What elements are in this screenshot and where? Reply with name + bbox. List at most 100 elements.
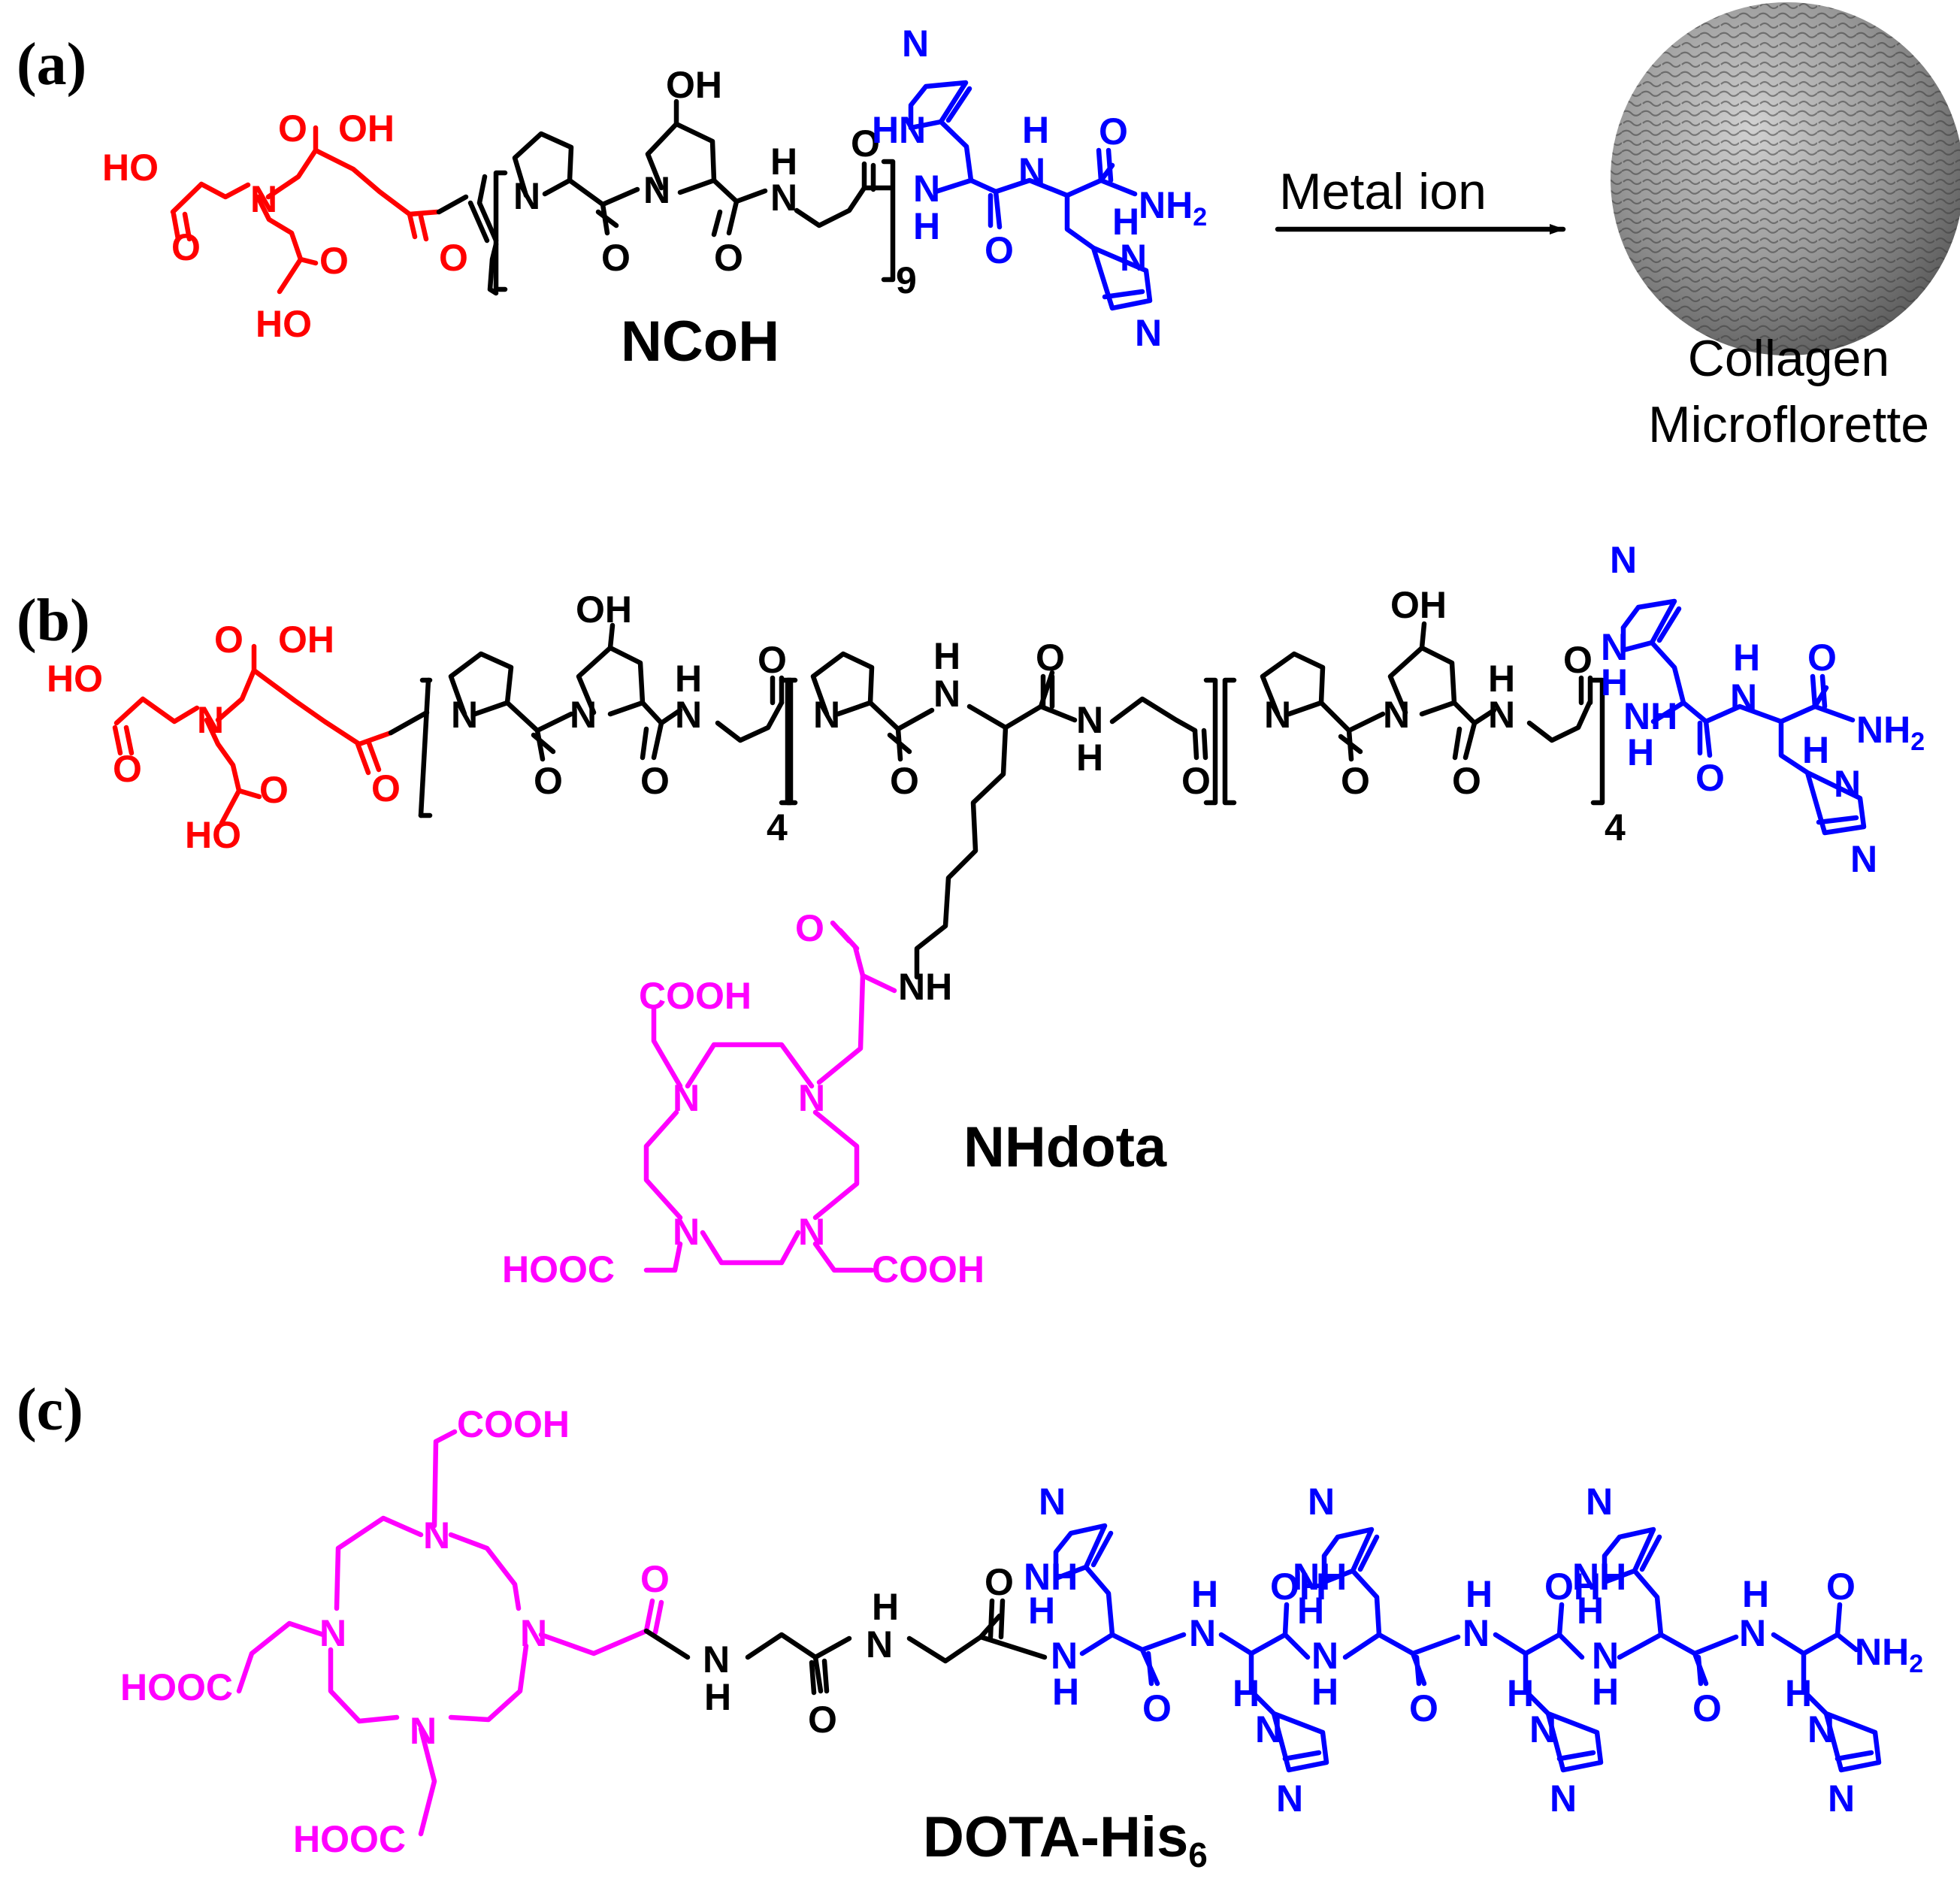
svg-text:O: O <box>808 1699 837 1741</box>
compound-name-nhdota: NHdota <box>963 1115 1167 1179</box>
svg-text:COOH: COOH <box>639 975 752 1017</box>
svg-text:O: O <box>601 237 631 279</box>
svg-text:N: N <box>1601 626 1628 668</box>
dota-group-c <box>236 1429 664 1837</box>
svg-text:H: H <box>1297 1590 1324 1632</box>
panel-c-label: (c) <box>17 1377 83 1443</box>
nta-atoms-b: HO O N O OH O HO O <box>47 619 401 856</box>
svg-text:O: O <box>371 767 401 809</box>
svg-text:N: N <box>813 694 840 736</box>
svg-text:9: 9 <box>896 259 917 301</box>
svg-text:N: N <box>703 1638 730 1681</box>
svg-text:O: O <box>1142 1687 1172 1729</box>
svg-text:NH2: NH2 <box>1855 1631 1923 1678</box>
svg-text:H: H <box>1233 1672 1260 1714</box>
svg-text:O: O <box>714 237 743 279</box>
product-label-line1: Collagen <box>1688 330 1889 387</box>
histidine-group-a <box>908 80 1153 311</box>
svg-text:H: H <box>872 109 899 151</box>
collagen-atoms-a: N N O O OH H N O 9 <box>513 64 917 301</box>
svg-text:N: N <box>1255 1708 1282 1750</box>
svg-text:HO: HO <box>256 303 312 345</box>
svg-text:HOOC: HOOC <box>120 1666 233 1708</box>
svg-text:N: N <box>902 23 929 65</box>
svg-text:O: O <box>1341 760 1370 802</box>
svg-text:N: N <box>1739 1612 1766 1654</box>
svg-text:H: H <box>872 1586 899 1628</box>
svg-text:H: H <box>704 1676 731 1718</box>
svg-text:N: N <box>675 694 702 736</box>
svg-text:O: O <box>640 760 670 802</box>
histidine-atoms-b: N N H NH H O H N O NH2 H N N <box>1601 539 1925 880</box>
svg-text:N: N <box>197 699 224 741</box>
svg-text:O: O <box>214 619 243 661</box>
svg-text:O: O <box>1807 637 1837 679</box>
svg-text:O: O <box>171 226 201 268</box>
svg-text:O: O <box>758 639 787 681</box>
panel-a-label: (a) <box>17 32 86 98</box>
svg-text:H: H <box>1191 1573 1218 1615</box>
svg-text:H: H <box>913 205 940 247</box>
svg-text:N: N <box>1834 763 1861 805</box>
svg-text:O: O <box>1181 760 1211 802</box>
svg-text:NH2: NH2 <box>1856 709 1925 756</box>
svg-text:NH: NH <box>1572 1556 1626 1598</box>
svg-text:H: H <box>1465 1573 1493 1615</box>
svg-text:N: N <box>513 175 540 217</box>
collagen-repeat-b <box>388 621 1605 980</box>
svg-text:H: H <box>770 141 797 183</box>
svg-text:N: N <box>798 1077 825 1119</box>
collagen-microflorette-image <box>1611 2 1960 355</box>
svg-text:O: O <box>851 123 880 165</box>
svg-text:HO: HO <box>185 814 241 856</box>
svg-text:H: H <box>1076 737 1103 779</box>
svg-text:N: N <box>1550 1777 1577 1820</box>
svg-text:O: O <box>1452 760 1481 802</box>
svg-text:N: N <box>410 1710 437 1752</box>
collagen-atoms-b: N N O O OH H N O 4 N O H N O N H O N N O… <box>451 584 1626 1008</box>
svg-text:O: O <box>259 769 289 811</box>
nta-group-b <box>112 643 394 826</box>
svg-text:O: O <box>1036 637 1065 679</box>
svg-text:NH2: NH2 <box>1139 184 1207 231</box>
svg-text:H: H <box>1742 1573 1769 1615</box>
reaction-arrow-label: Metal ion <box>1279 163 1487 220</box>
svg-text:O: O <box>319 240 349 282</box>
svg-text:OH: OH <box>1390 584 1447 626</box>
svg-text:N: N <box>1039 1481 1066 1523</box>
panel-b: (b) HO O N O OH O HO O <box>17 539 1925 1290</box>
svg-text:H: H <box>1052 1671 1079 1713</box>
glycine-linker-c <box>643 1598 1048 1696</box>
svg-text:N: N <box>673 1211 700 1253</box>
svg-text:N: N <box>319 1612 346 1654</box>
svg-text:H: H <box>1028 1590 1055 1632</box>
nta-group-a <box>170 125 440 295</box>
svg-text:H: H <box>1488 658 1515 700</box>
svg-text:H: H <box>1601 661 1628 703</box>
dota-group-b <box>643 920 897 1273</box>
svg-text:O: O <box>1695 757 1725 799</box>
panel-b-label: (b) <box>17 588 90 654</box>
svg-text:O: O <box>1099 110 1128 153</box>
svg-text:OH: OH <box>338 107 395 150</box>
svg-text:N: N <box>1135 312 1162 354</box>
svg-text:H: H <box>933 635 960 677</box>
svg-text:O: O <box>1409 1687 1438 1729</box>
svg-text:4: 4 <box>767 806 788 849</box>
collagen-repeat-a <box>436 98 896 296</box>
svg-text:N: N <box>250 178 277 220</box>
svg-text:N: N <box>673 1077 700 1119</box>
svg-text:O: O <box>1826 1566 1856 1608</box>
svg-text:N: N <box>1308 1481 1335 1523</box>
svg-text:N: N <box>1730 676 1757 719</box>
svg-text:H: H <box>1802 729 1829 771</box>
svg-text:O: O <box>534 760 563 802</box>
svg-text:N: N <box>1488 694 1515 736</box>
compound-name-ncoh: NCoH <box>621 310 779 374</box>
svg-text:HOOC: HOOC <box>502 1248 615 1290</box>
svg-text:H: H <box>1507 1672 1534 1714</box>
svg-text:N: N <box>1311 1635 1338 1677</box>
svg-text:O: O <box>439 237 468 279</box>
svg-text:COOH: COOH <box>872 1248 985 1290</box>
